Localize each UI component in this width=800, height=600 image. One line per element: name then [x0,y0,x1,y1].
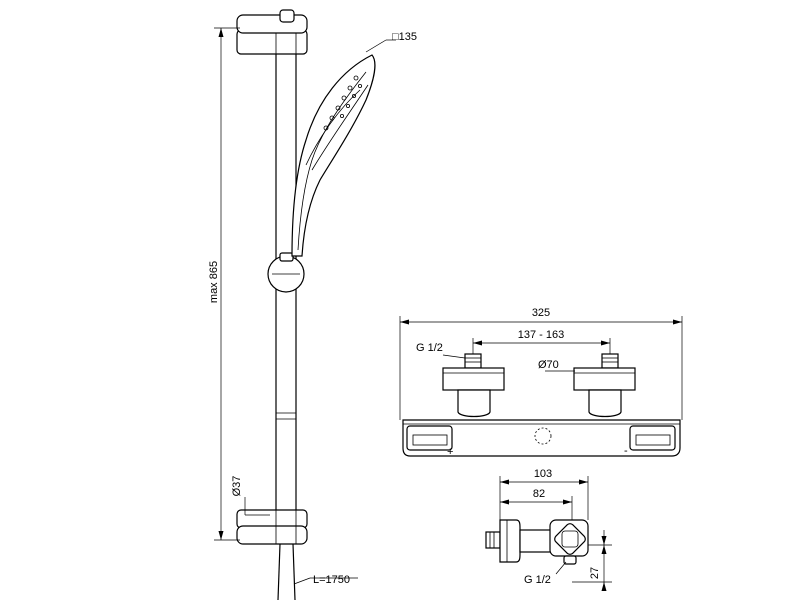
rail-height-label: max 865 [208,261,220,303]
dim-hose-length: L=1750 [293,574,358,586]
mixer-width-label: 325 [532,307,550,319]
slider-holder [267,252,305,293]
right-inlet [573,353,636,418]
dim-head-size: □135 [365,31,417,53]
dim-side-depth-body: 82 [500,488,573,522]
shower-hose [277,543,296,600]
dim-rail-height: max 865 [208,27,240,541]
mixer-side-view: 103 82 [485,468,612,591]
rail-diameter-label: Ø37 [231,476,243,497]
head-size-label: □135 [392,31,417,43]
dim-inlet-thread-side: G 1/2 [524,561,567,586]
inlet-thread-side-label: G 1/2 [524,574,551,586]
side-depth-body-label: 82 [533,488,545,500]
outlet-circle [534,427,552,445]
dim-rail-diameter: Ø37 [231,476,270,516]
shower-rail-assembly: □135 max 865 Ø37 L=1750 [208,9,417,600]
dim-escutcheon-diameter: Ø70 [538,359,575,372]
dim-outlet-offset: 27 [572,530,612,591]
flow-handle: - [624,425,676,457]
svg-text:-: - [624,445,628,457]
escutcheon-diameter-label: Ø70 [538,359,559,371]
left-inlet [442,353,505,418]
dim-mixer-width: 325 [399,307,683,420]
outlet-offset-label: 27 [589,567,601,579]
temperature-handle: + [406,425,453,458]
dim-side-depth-total: 103 [499,468,589,520]
bottom-wall-bracket [236,509,308,545]
hose-length-label: L=1750 [313,574,350,586]
side-depth-total-label: 103 [534,468,552,480]
inlet-centres-label: 137 - 163 [518,329,564,341]
mixer-side-body [549,519,589,565]
top-wall-bracket [236,9,308,55]
dim-inlet-centres: 137 - 163 [472,329,611,356]
hand-shower [291,54,376,257]
mixer-body [402,419,681,457]
inlet-thread-front-label: G 1/2 [416,342,443,354]
dim-inlet-thread-front: G 1/2 [416,342,466,359]
mixer-front-view: 325 137 - 163 [399,307,683,458]
svg-text:+: + [447,446,453,458]
